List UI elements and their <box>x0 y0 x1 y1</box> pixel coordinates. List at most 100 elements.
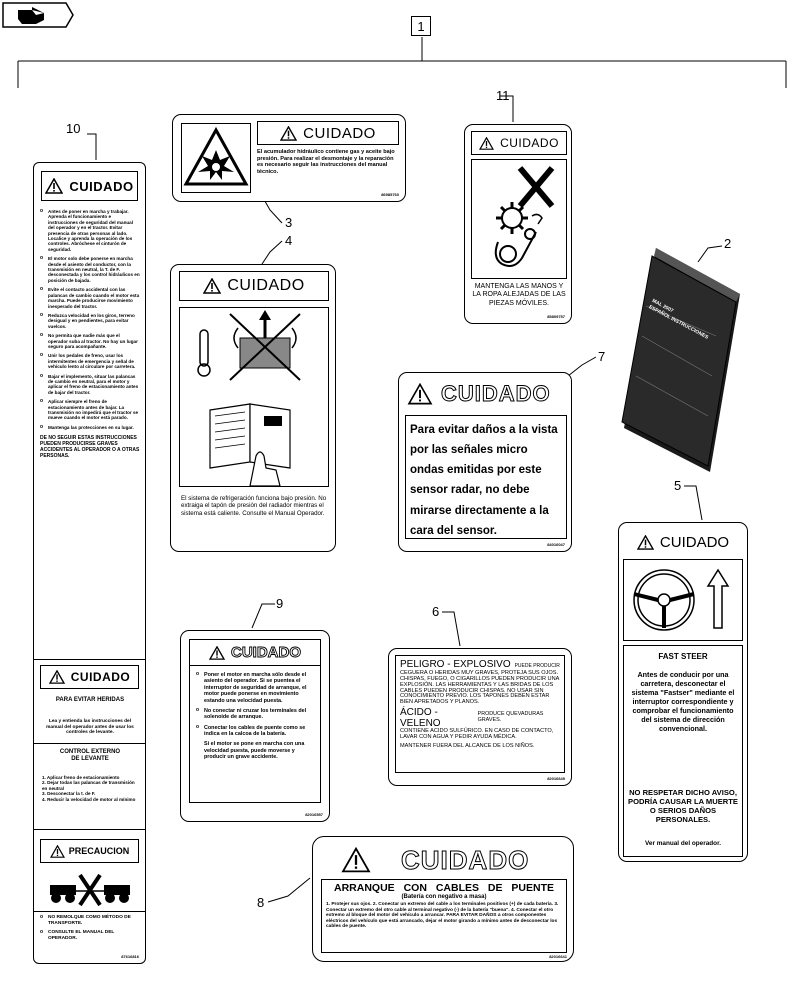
radiator-manual-pictogram <box>179 307 329 487</box>
callout-11: 11 <box>496 88 510 103</box>
decal7-title: CUIDADO <box>441 381 551 407</box>
decal9-item: No conectar ni cruzar los terminales del… <box>196 708 316 721</box>
decal7-text: Para evitar daños a la vista por las señ… <box>410 424 558 537</box>
decal11-part-code: 85809757 <box>547 314 565 319</box>
decal10-item: Bajar el implemento, situar las palancas… <box>40 374 140 396</box>
decal4-title: CUIDADO <box>227 277 305 294</box>
decal9-header: CUIDADO <box>190 640 320 666</box>
decal-9: CUIDADO Poner el motor en marcha sólo de… <box>180 630 330 822</box>
decal-10: CUIDADO Antes de poner en marcha y traba… <box>33 162 146 964</box>
callout-9: 9 <box>276 596 284 611</box>
decal8-heading: ARRANQUE CON CABLES DE PUENTE <box>333 882 554 894</box>
warning-triangle-icon <box>203 278 222 294</box>
decal8-part-code: 82016641 <box>549 954 567 959</box>
decal10-item: El motor solo debe ponerse en marcha des… <box>40 256 140 283</box>
decal-5: CUIDADO FAST STEER Antes de conducir por… <box>618 522 748 862</box>
decal8-body: ARRANQUE CON CABLES DE PUENTE (Batería c… <box>321 879 567 953</box>
decal6-line3: MANTENER FUERA DEL ALCANCE DE LOS NIÑOS. <box>400 742 535 749</box>
warning-triangle-icon <box>49 844 65 858</box>
decal-6: PELIGRO - EXPLOSIVO PUEDE PRODUCIR CEGUE… <box>388 648 572 786</box>
decal3-title: CUIDADO <box>303 124 376 142</box>
belt-pulley-pictogram <box>471 159 567 279</box>
warning-triangle-icon <box>280 125 298 141</box>
decal-7: CUIDADO Para evitar daños a la vista por… <box>398 372 572 552</box>
decal10-warning: DE NO SEGUIR ESTAS INSTRUCCIONES PUEDEN … <box>40 435 140 459</box>
decal5-text: Antes de conducir por una carretera, des… <box>631 670 735 733</box>
decal10-title2: CUIDADO <box>70 670 131 684</box>
decal10-note: NO REMOLQUE COMO MÉTODO DE TRANSPORTE. <box>40 915 140 926</box>
decal4-text: El sistema de refrigeración funciona baj… <box>181 495 327 517</box>
decal8-subheading: (Batería con negativo a masa) <box>401 894 487 900</box>
nav-arrow-icon[interactable] <box>2 2 74 28</box>
decal10-item: Mantenga las protecciones en su lugar. <box>40 425 140 431</box>
decal6-line1: CEGUERA O HERIDAS MUY GRAVES, PROTEJA SU… <box>400 670 560 706</box>
decal10-part-code: 87616816 <box>121 954 139 959</box>
callout-4: 4 <box>285 233 293 248</box>
warning-triangle-icon <box>209 645 225 660</box>
decal-8: CUIDADO ARRANQUE CON CABLES DE PUENTE (B… <box>312 836 574 962</box>
decal10-item: Antes de poner en marcha y trabajar. Apr… <box>40 209 140 252</box>
decal10-items: Antes de poner en marcha y trabajar. Apr… <box>40 209 140 460</box>
decal6-title-tail: PUEDE PRODUCIR <box>514 663 560 669</box>
warning-triangle-icon <box>407 383 433 405</box>
decal6-part-code: 82016649 <box>547 776 565 781</box>
decal9-part-code: 82016557 <box>305 812 323 817</box>
decal6-title: PELIGRO - EXPLOSIVO <box>400 659 511 670</box>
callout-3: 3 <box>285 215 293 230</box>
decal-3: CUIDADO El acumulador hidráulico contien… <box>172 114 406 202</box>
decal10-item: Unir los pedales de freno, usar los inte… <box>40 353 140 369</box>
callout-7: 7 <box>598 349 606 364</box>
decal3-text: El acumulador hidráulico contiene gas y … <box>257 149 395 175</box>
decal10-title3: PRECAUCION <box>68 846 130 856</box>
no-tow-pictogram <box>48 871 132 907</box>
decal5-body: FAST STEER Antes de conducir por una car… <box>623 645 743 857</box>
decal10-item: Evite el contacto accidental con las pal… <box>40 287 140 309</box>
decal5-heading: FAST STEER <box>658 652 708 661</box>
warning-triangle-icon <box>45 178 64 194</box>
decal6-title2-row: ÁCIDO - VELENO PRODUCE QUEVADURAS GRAVES… <box>400 707 560 729</box>
decal11-title: CUIDADO <box>500 136 559 150</box>
callout-1: 1 <box>417 18 425 34</box>
callout-box-1: 1 <box>411 16 431 36</box>
decal8-header: CUIDADO <box>321 843 567 877</box>
decal-11: CUIDADO MANTENGA LAS MANOS Y LA ROPA ALE… <box>464 124 572 324</box>
decal9-title: CUIDADO <box>231 644 302 662</box>
decal10-title: CUIDADO <box>69 178 134 194</box>
decal9-items: Poner el motor en marcha sólo desde el a… <box>196 672 316 761</box>
decal10-heading3: CONTROL EXTERNO DE LEVANTE <box>59 749 121 763</box>
decal3-part-code: 86985760 <box>381 192 399 197</box>
decal4-header: CUIDADO <box>179 271 329 301</box>
decal10-item: Aplicar siempre el freno de estacionamie… <box>40 399 140 421</box>
decal-4: CUIDADO El sistema de refrigeración func… <box>170 264 336 552</box>
warning-triangle-icon <box>341 847 371 873</box>
decal9-item: Conectar los cables de puente como se in… <box>196 725 316 738</box>
decal9-item: Poner el motor en marcha sólo desde el a… <box>196 672 316 704</box>
decal6-title2-tail: PRODUCE QUEVADURAS GRAVES. <box>477 711 544 724</box>
decal3-header: CUIDADO <box>257 121 399 145</box>
decal5-footer: Ver manual del operador. <box>644 840 721 847</box>
decal10-heading2: PARA EVITAR HERIDAS <box>55 697 125 703</box>
decal10-header3: PRECAUCION <box>40 839 139 863</box>
callout-8: 8 <box>257 895 265 910</box>
decal6-title-row: PELIGRO - EXPLOSIVO PUEDE PRODUCIR <box>400 659 560 670</box>
decal11-text: MANTENGA LAS MANOS Y LA ROPA ALEJADAS DE… <box>472 283 566 307</box>
decal5-header: CUIDADO <box>623 529 743 555</box>
decal9-item: Si el motor se pone en marcha con una ve… <box>204 741 305 761</box>
steering-wheel-pictogram <box>623 559 743 641</box>
decal10-steps: 1. Aplicar freno de estacionamiento 2. D… <box>42 775 138 802</box>
decal10-step: 3. Desconectar la t. de F. <box>42 791 96 797</box>
callout-5: 5 <box>674 478 682 493</box>
warning-triangle-icon <box>48 670 65 684</box>
decal10-step: 1. Aplicar freno de estacionamiento <box>42 775 120 780</box>
decal10-step: 2. Dejar todas las palancas de transmisi… <box>42 780 135 791</box>
decal10-header: CUIDADO <box>41 171 138 201</box>
decal7-part-code: 84016047 <box>547 542 565 547</box>
decal6-inner: PELIGRO - EXPLOSIVO PUEDE PRODUCIR CEGUE… <box>395 655 565 773</box>
decal6-line2: CONTIENE ACIDO SULFÚRICO. EN CASO DE CON… <box>400 728 554 741</box>
decal7-body: Para evitar daños a la vista por las señ… <box>405 415 567 539</box>
decal10-item: No permita que nadie más que el operador… <box>40 333 140 349</box>
warning-triangle-icon <box>479 136 495 150</box>
decal5-title: CUIDADO <box>659 533 730 551</box>
decal10-step: 4. Reducir la velocidad de motor al míni… <box>42 796 136 802</box>
warning-triangle-icon <box>636 534 654 550</box>
